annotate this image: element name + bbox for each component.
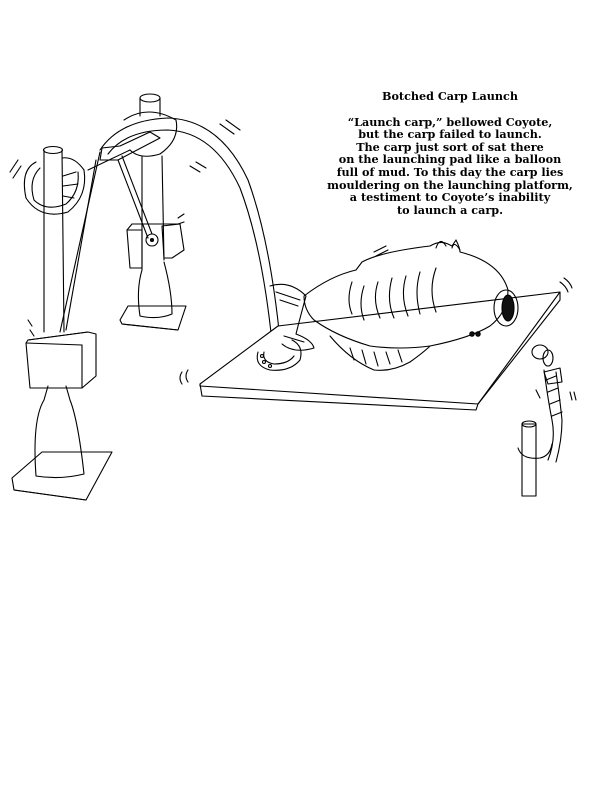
caption-line: a testiment to Coyote’s inability xyxy=(349,190,551,205)
middle-tower xyxy=(99,93,187,331)
caption-line: to launch a carp. xyxy=(397,202,503,217)
caption-block: Botched Carp Launch “Launch carp,” bello… xyxy=(300,90,600,216)
caption-line: “Launch carp,” bellowed Coyote, xyxy=(347,114,553,129)
caption-line: full of mud. To this day the carp lies xyxy=(336,164,564,179)
caption-line: but the carp failed to launch. xyxy=(358,127,542,142)
caption-line: The carp just sort of sat there xyxy=(356,139,544,154)
tether-post xyxy=(517,344,577,497)
left-tower xyxy=(9,145,131,501)
caption-line: on the launching pad like a balloon xyxy=(338,152,562,167)
caption-title: Botched Carp Launch xyxy=(382,89,518,103)
launch-platform xyxy=(179,277,573,411)
caption-line: mouldering on the launching platform, xyxy=(327,177,573,192)
carp xyxy=(269,239,519,371)
arched-tube xyxy=(99,117,281,343)
